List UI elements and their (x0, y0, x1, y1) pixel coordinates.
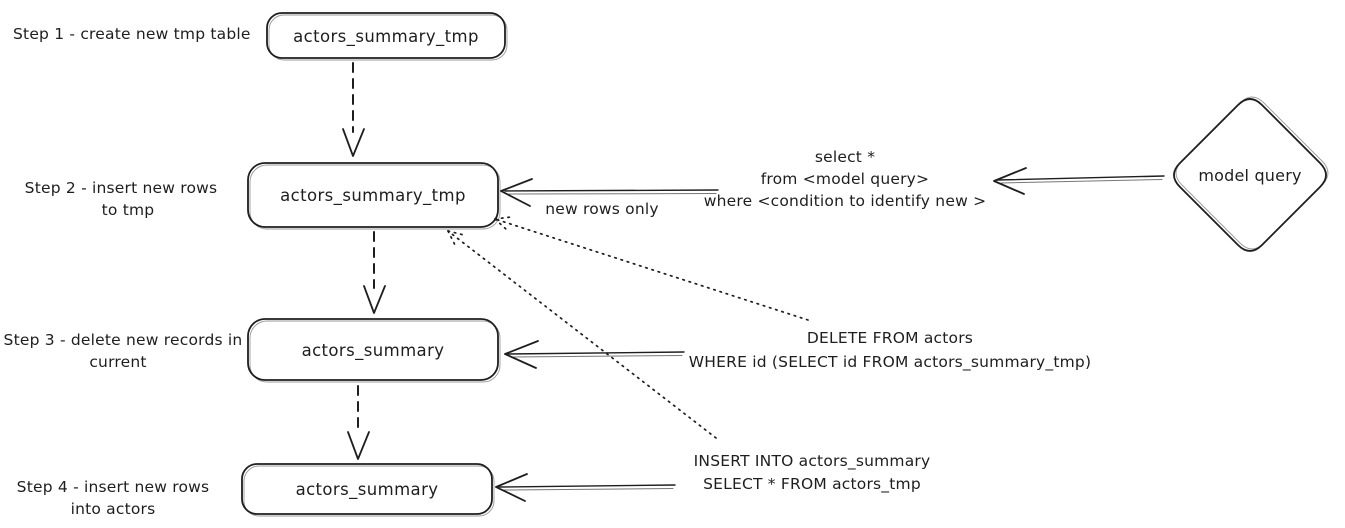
arrow-delete-to-current (504, 340, 685, 369)
select-query-text: select * from <model query> where <condi… (704, 148, 987, 210)
step-4-label-line2: into actors (71, 500, 156, 518)
model-query-diamond (1173, 98, 1327, 252)
step-4-table-box: actors_summary (241, 463, 495, 517)
step-4-label-line1: Step 4 - insert new rows (17, 478, 210, 496)
step-2-table-label: actors_summary_tmp (280, 186, 466, 206)
step-1-table-box: actors_summary_tmp (266, 12, 508, 61)
connector-step1-step2 (342, 62, 365, 157)
svg-text:select *: select * (815, 148, 875, 166)
step-3-table-box: actors_summary (247, 318, 501, 383)
step-2-label-line1: Step 2 - insert new rows (25, 179, 218, 197)
svg-text:DELETE FROM actors: DELETE FROM actors (807, 329, 973, 347)
svg-text:where <condition to identify n: where <condition to identify new > (704, 192, 987, 210)
arrow-model-query-to-select (993, 167, 1165, 195)
step-4-table-label: actors_summary (296, 480, 439, 500)
new-rows-only-label: new rows only (545, 200, 659, 218)
model-query-label: model query (1198, 166, 1301, 185)
step-2-table-box: actors_summary_tmp (247, 162, 501, 230)
connector-step2-step3 (363, 231, 386, 314)
insert-query-text: INSERT INTO actors_summary SELECT * FROM… (694, 452, 931, 494)
delete-query-text: DELETE FROM actors WHERE id (SELECT id F… (689, 329, 1091, 372)
arrow-new-rows-to-tmp (500, 178, 719, 207)
connector-step3-step4 (347, 385, 370, 460)
step-1-label: Step 1 - create new tmp table (13, 25, 251, 43)
step-2-label-line2: to tmp (102, 201, 155, 219)
svg-text:SELECT * FROM actors_tmp: SELECT * FROM actors_tmp (703, 475, 921, 494)
model-query-node: model query (1173, 96, 1329, 252)
arrow-insert-to-actors (495, 473, 676, 502)
svg-text:from <model query>: from <model query> (761, 170, 930, 188)
step-1-table-label: actors_summary_tmp (293, 27, 479, 47)
svg-text:INSERT INTO actors_summary: INSERT INTO actors_summary (694, 452, 931, 471)
dotted-link-insert-to-tmp (447, 230, 717, 439)
svg-text:WHERE id (SELECT id FROM actor: WHERE id (SELECT id FROM actors_summary_… (689, 353, 1091, 372)
step-3-label-line1: Step 3 - delete new records in (4, 331, 243, 349)
step-3-table-label: actors_summary (302, 341, 445, 361)
dotted-link-delete-to-tmp (494, 216, 809, 321)
step-3-label-line2: current (89, 353, 146, 371)
